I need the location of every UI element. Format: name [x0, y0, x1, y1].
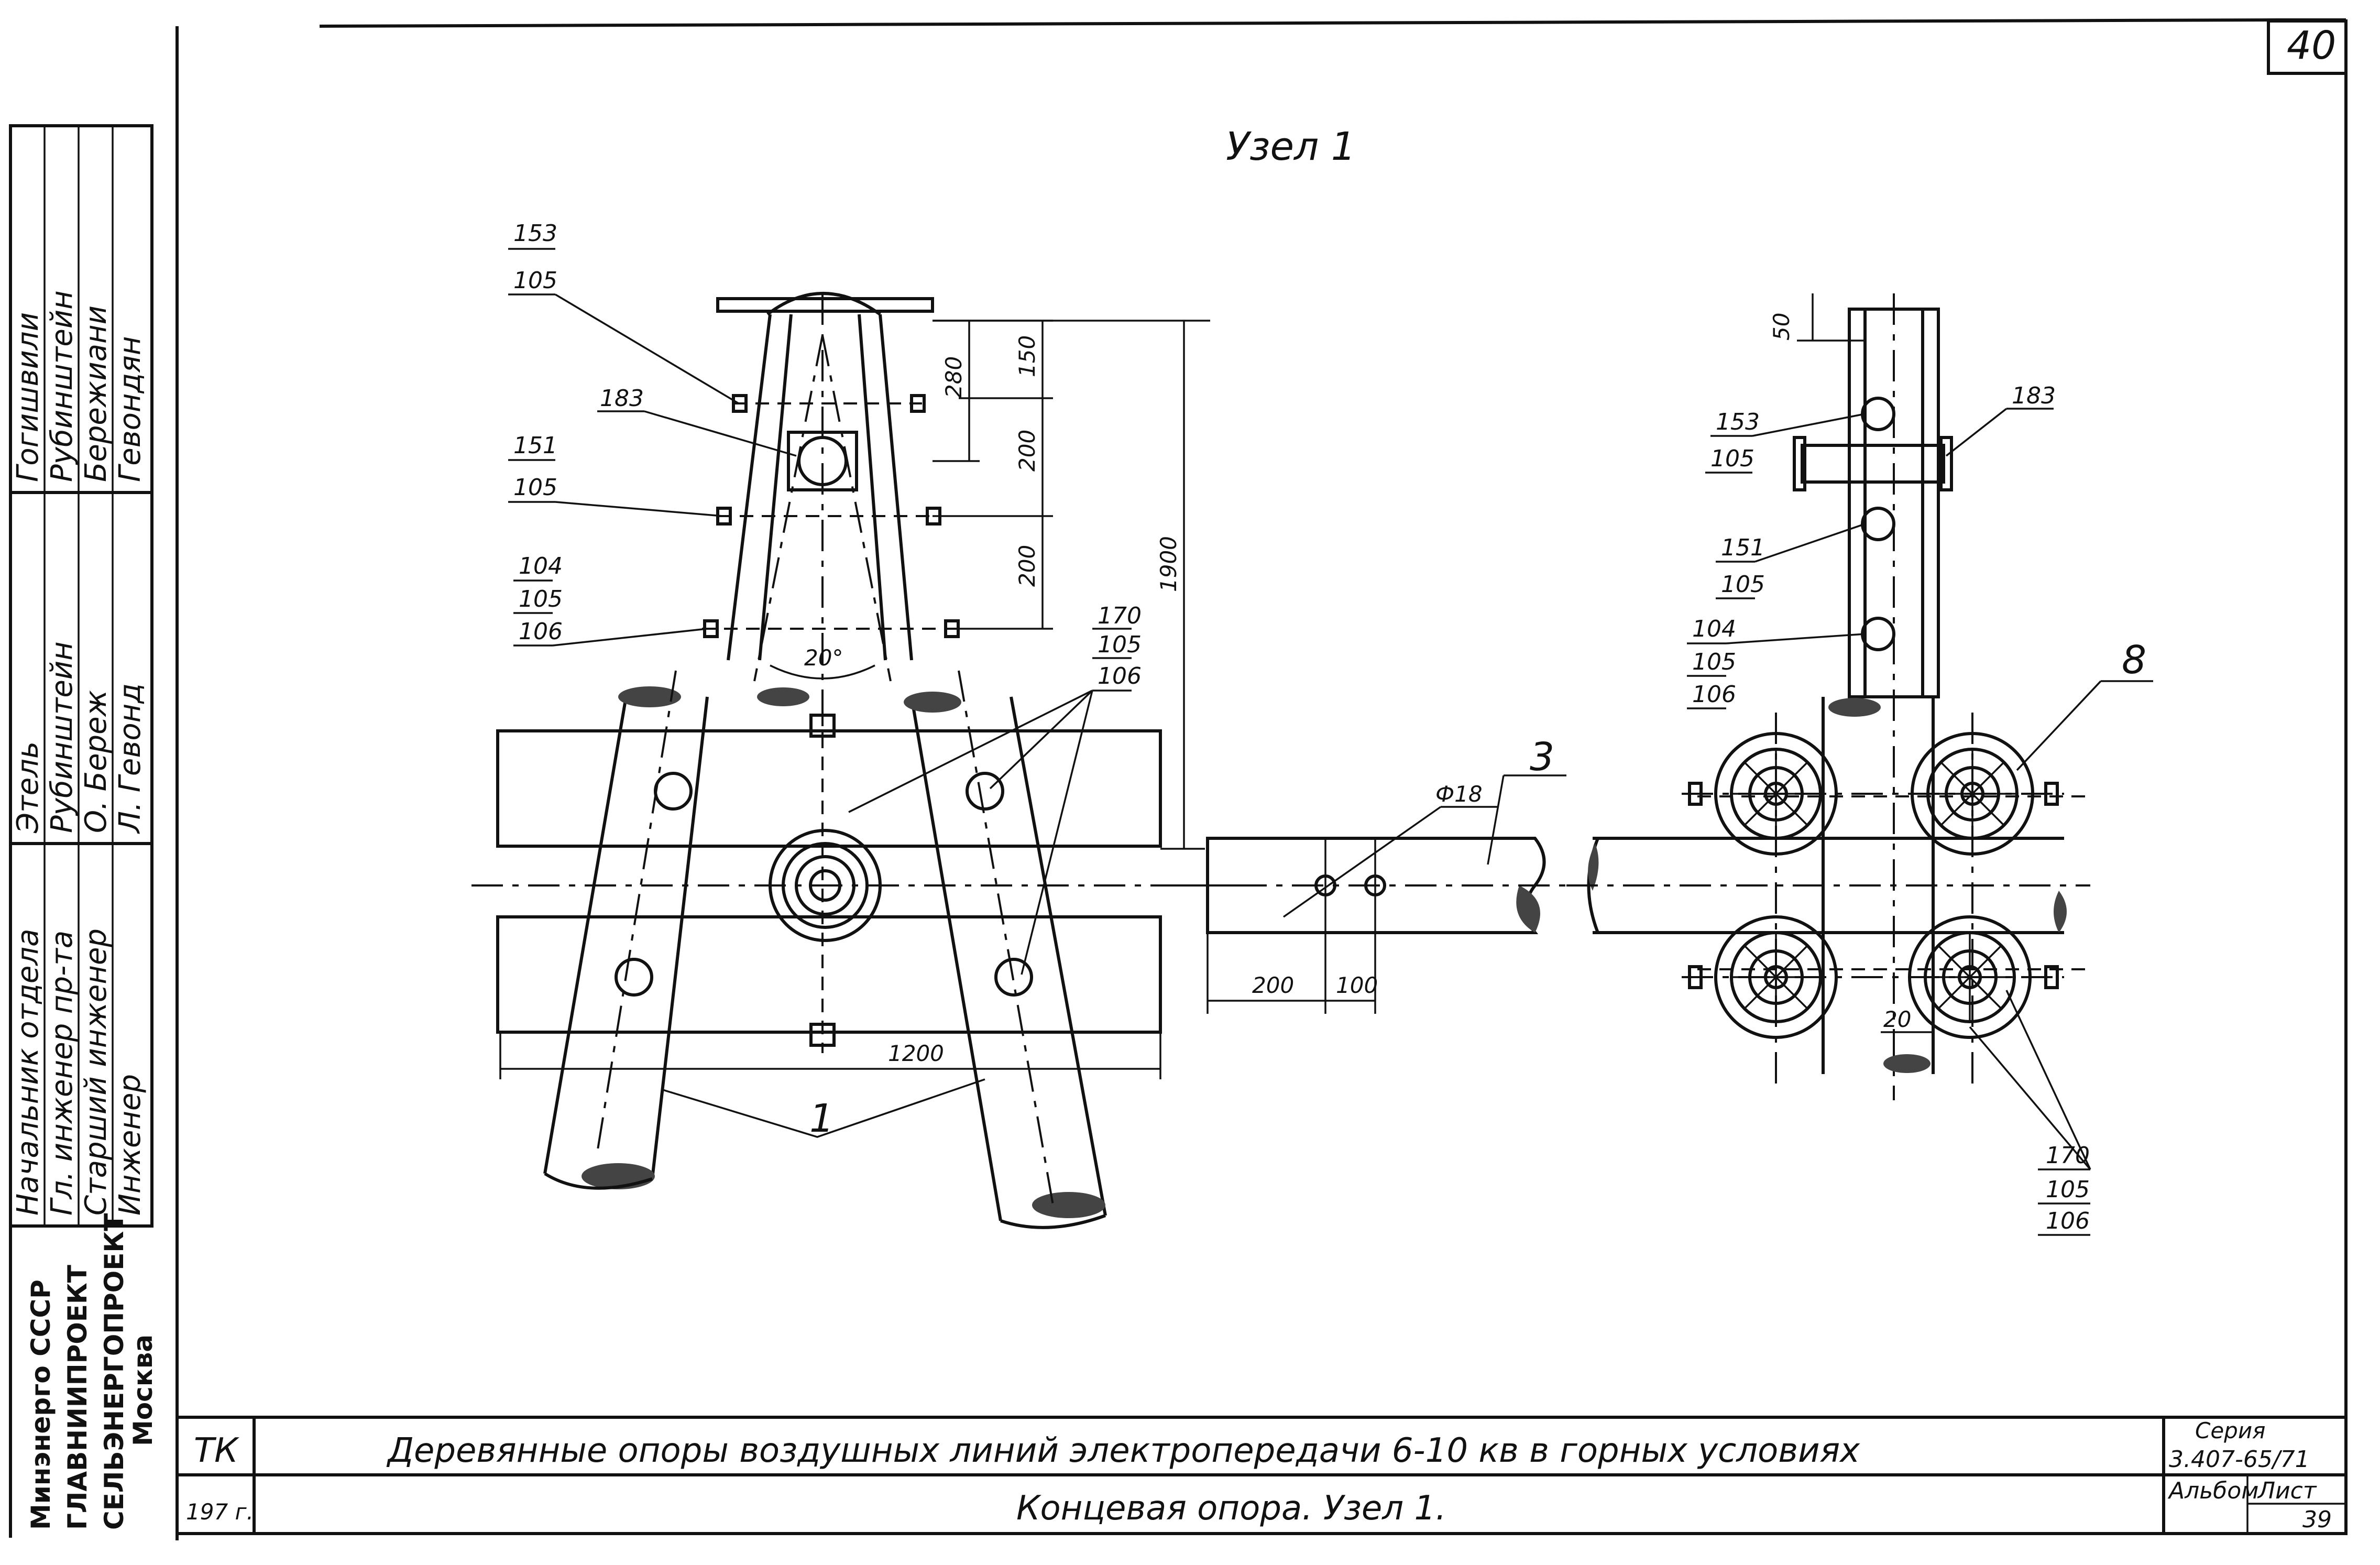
series-label: Серия: [2195, 1418, 2265, 1443]
dim-150: 150: [1014, 335, 1040, 377]
svg-text:106: 106: [1098, 663, 1142, 690]
left-view: 20°: [471, 220, 1247, 1229]
subtitle: Концевая опора. Узел 1.: [1016, 1489, 1446, 1528]
right-callouts: 153 105 183 151 105 104 105 106 8 170: [1687, 382, 2153, 1236]
svg-text:104: 104: [519, 553, 563, 579]
part-8-label: 8: [2122, 638, 2146, 683]
role-2: Гл. инженер пр-та: [45, 931, 79, 1216]
side-log: [1593, 837, 2064, 934]
bracket-arms: [727, 314, 913, 661]
svg-text:105: 105: [1692, 649, 1736, 675]
page-number: 40: [2287, 23, 2336, 68]
svg-text:106: 106: [1692, 681, 1736, 708]
dim-200b: 200: [1014, 545, 1040, 587]
svg-text:106: 106: [2046, 1208, 2090, 1234]
year-label: 197 г.: [186, 1499, 254, 1525]
middle-view: 200 100 Ф18 3: [1179, 735, 1572, 1014]
upper-crossarm: [496, 729, 1162, 848]
angle-label: 20°: [804, 645, 843, 671]
svg-text:170: 170: [2046, 1142, 2090, 1169]
sheet-frame: [176, 18, 2348, 1540]
dim-20: 20: [1883, 1006, 1911, 1032]
svg-text:170: 170: [1098, 603, 1142, 629]
org-2: ГЛАВНИИПРОЕКТ: [62, 1265, 93, 1530]
name-4: Гевондян: [113, 336, 147, 482]
dim-50: 50: [1769, 313, 1794, 341]
role-3: Старший инженер: [79, 928, 113, 1216]
svg-text:105: 105: [513, 267, 557, 294]
dim-100-pin: 100: [1336, 972, 1378, 998]
svg-text:105: 105: [513, 474, 557, 501]
svg-text:105: 105: [1098, 631, 1142, 658]
signature-4: Л. Гевонд: [113, 683, 147, 834]
hole-label: Ф18: [1435, 781, 1483, 807]
svg-text:105: 105: [1721, 571, 1765, 598]
dim-200a: 200: [1014, 430, 1040, 472]
main-title: Деревянные опоры воздушных линий электро…: [386, 1431, 1860, 1470]
org-3: СЕЛЬЭНЕРГОПРОЕКТ: [99, 1213, 129, 1530]
right-post: [910, 696, 1107, 1221]
left-callouts: 153 105 183 151 105 104 105 106 170 105: [508, 220, 1142, 975]
svg-text:183: 183: [2012, 382, 2056, 409]
right-view: 50: [1566, 293, 2153, 1236]
svg-text:105: 105: [2046, 1176, 2090, 1203]
dim-1900: 1900: [1156, 536, 1181, 592]
name-2: Рубинштейн: [45, 290, 79, 482]
svg-text:106: 106: [519, 618, 563, 645]
series-value: 3.407-65/71: [2169, 1446, 2310, 1473]
dim-280: 280: [941, 356, 967, 398]
part-1-label: 1: [809, 1096, 834, 1141]
svg-text:105: 105: [1710, 445, 1754, 472]
name-3: Бережиани: [79, 305, 113, 482]
lower-crossarm: [496, 915, 1162, 1034]
center-insulator: [769, 829, 882, 942]
title-block: ТК 197 г. Деревянные опоры воздушных лин…: [177, 1417, 2346, 1534]
signature-1: Этель: [11, 741, 45, 834]
svg-text:151: 151: [1721, 534, 1765, 561]
org-4: Москва: [128, 1334, 158, 1446]
svg-text:183: 183: [600, 385, 644, 412]
role-4: Инженер: [113, 1074, 147, 1216]
side-stamp: Начальник отдела Гл. инженер пр-та Старш…: [9, 124, 158, 1538]
sheet-value: 39: [2302, 1506, 2332, 1533]
svg-text:104: 104: [1692, 616, 1736, 642]
top-plate: [716, 297, 934, 313]
page-number-box: 40: [2267, 19, 2348, 75]
svg-text:153: 153: [1716, 409, 1760, 435]
left-post: [543, 696, 709, 1179]
sheet-label: Лист: [2257, 1478, 2317, 1504]
dim-1200: 1200: [888, 1041, 944, 1066]
svg-text:153: 153: [513, 220, 557, 247]
svg-text:105: 105: [519, 586, 563, 612]
signature-2: Рубинштейн: [45, 641, 79, 833]
part-3-label: 3: [1530, 735, 1554, 780]
tk-label: ТК: [194, 1431, 239, 1470]
name-1: Гогишвили: [11, 312, 45, 482]
view-title: Узел 1: [1226, 124, 1356, 169]
role-1: Начальник отдела: [11, 929, 45, 1216]
dim-200-pin: 200: [1252, 972, 1294, 998]
org-1: Минэнерго СССР: [26, 1279, 56, 1530]
signature-3: О. Береж: [79, 690, 113, 833]
album-label: Альбом: [2167, 1478, 2258, 1504]
svg-text:151: 151: [513, 432, 557, 459]
